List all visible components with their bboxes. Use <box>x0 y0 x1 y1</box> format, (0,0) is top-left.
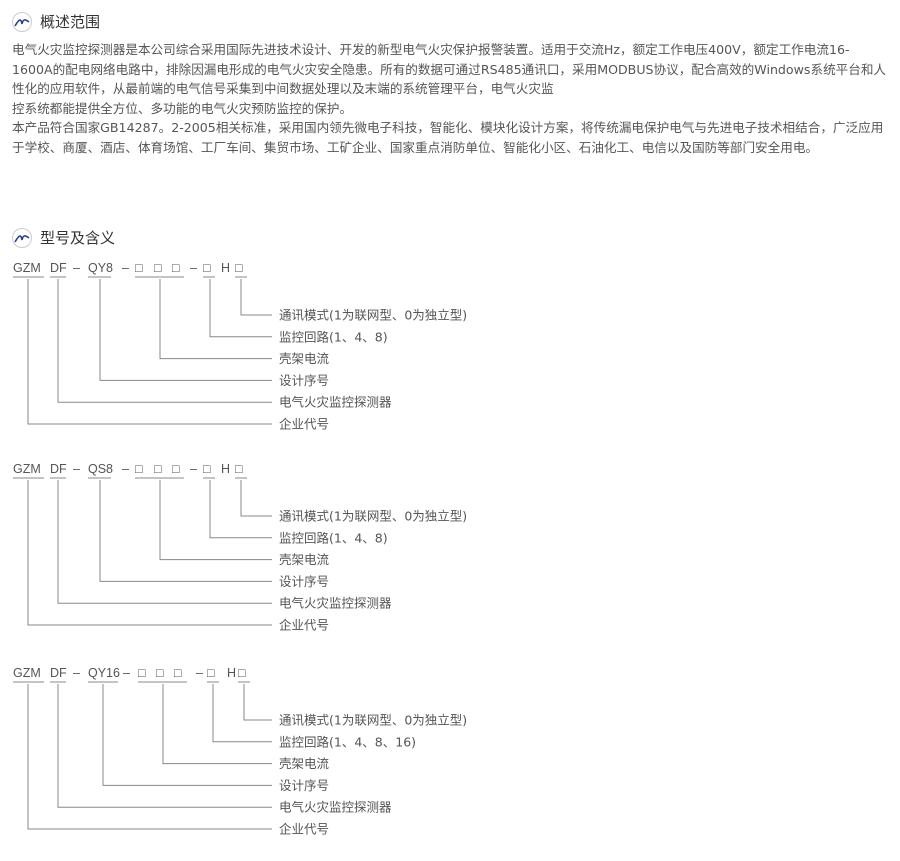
code-segment: – <box>196 666 203 680</box>
connector-line <box>27 684 272 830</box>
company-logo-icon <box>12 11 32 32</box>
connector-line <box>27 480 272 626</box>
code-segment: □ <box>156 666 164 680</box>
code-meaning-label: 企业代号 <box>279 417 329 432</box>
code-segment: – <box>123 666 130 680</box>
connector-line <box>240 480 272 517</box>
code-segment: – <box>122 261 129 275</box>
connector-line <box>209 480 272 539</box>
company-logo-icon <box>12 227 32 248</box>
code-meaning-label: 通讯模式(1为联网型、0为独立型) <box>279 308 467 323</box>
section-title: 概述范围 <box>40 13 101 31</box>
code-segment: □ <box>135 261 143 275</box>
code-segment: GZM <box>13 261 41 275</box>
overview-text: 电气火灾监控探测器是本公司综合采用国际先进技术设计、开发的新型电气火灾保护报警装… <box>12 40 890 158</box>
code-meaning-label: 设计序号 <box>279 778 329 793</box>
connector-line <box>243 684 272 721</box>
code-segment: – <box>190 261 197 275</box>
connector-line <box>240 279 272 316</box>
code-segment: – <box>73 462 80 476</box>
code-segment: □ <box>235 261 243 275</box>
code-segment: – <box>73 666 80 680</box>
code-segment: – <box>122 462 129 476</box>
code-meaning-label: 设计序号 <box>279 574 329 589</box>
code-segment: □ <box>154 462 162 476</box>
connector-line <box>209 279 272 338</box>
code-meaning-label: 电气火灾监控探测器 <box>279 596 392 611</box>
code-segment: □ <box>174 666 182 680</box>
connector-line <box>162 684 272 765</box>
code-segment: QY8 <box>88 261 113 275</box>
code-segment: □ <box>203 462 211 476</box>
code-segment: □ <box>138 666 146 680</box>
code-segment: QS8 <box>88 462 113 476</box>
connector-line <box>102 684 272 786</box>
connector-line <box>57 480 272 604</box>
code-meaning-label: 监控回路(1、4、8) <box>279 329 388 344</box>
connector-line <box>212 684 272 743</box>
code-meaning-label: 壳架电流 <box>279 351 330 366</box>
code-segment: □ <box>172 261 180 275</box>
code-meaning-label: 电气火灾监控探测器 <box>279 395 392 410</box>
code-segment: – <box>190 462 197 476</box>
code-segment: GZM <box>13 462 41 476</box>
code-segment: QY16 <box>88 666 120 680</box>
code-segment: DF <box>50 462 67 476</box>
code-segment: □ <box>235 462 243 476</box>
connector-line <box>99 279 272 381</box>
code-segment: – <box>73 261 80 275</box>
code-meaning-label: 监控回路(1、4、8、16) <box>279 734 416 749</box>
code-meaning-label: 壳架电流 <box>279 756 330 771</box>
paragraph: 电气火灾监控探测器是本公司综合采用国际先进技术设计、开发的新型电气火灾保护报警装… <box>12 42 887 97</box>
code-segment: GZM <box>13 666 41 680</box>
section-heading-overview: 概述范围 <box>12 11 100 32</box>
code-segment: □ <box>154 261 162 275</box>
paragraph: 本产品符合国家GB14287。2-2005相关标准，采用国内领先微电子科技，智能… <box>12 120 884 155</box>
code-meaning-label: 壳架电流 <box>279 552 330 567</box>
section-title: 型号及含义 <box>40 229 116 247</box>
code-meaning-label: 设计序号 <box>279 373 329 388</box>
code-segment: □ <box>172 462 180 476</box>
code-meaning-label: 企业代号 <box>279 822 329 837</box>
connector-line <box>99 480 272 582</box>
code-segment: □ <box>207 666 215 680</box>
connector-line <box>27 279 272 425</box>
code-segment: H <box>227 666 236 680</box>
connector-line <box>159 279 272 360</box>
code-segment: DF <box>50 666 67 680</box>
connector-line <box>57 279 272 403</box>
code-meaning-label: 通讯模式(1为联网型、0为独立型) <box>279 713 467 728</box>
paragraph: 控系统都能提供全方位、多功能的电气火灾预防监控的保护。 <box>12 100 353 116</box>
connector-line <box>159 480 272 561</box>
code-meaning-label: 监控回路(1、4、8) <box>279 530 388 545</box>
code-segment: □ <box>203 261 211 275</box>
code-segment: □ <box>238 666 246 680</box>
code-segment: H <box>221 261 230 275</box>
code-segment: □ <box>135 462 143 476</box>
connector-line <box>57 684 272 808</box>
code-segment: DF <box>50 261 67 275</box>
code-segment: H <box>221 462 230 476</box>
section-heading-model: 型号及含义 <box>12 227 115 248</box>
code-meaning-label: 通讯模式(1为联网型、0为独立型) <box>279 509 467 524</box>
code-meaning-label: 电气火灾监控探测器 <box>279 800 392 815</box>
code-meaning-label: 企业代号 <box>279 618 329 633</box>
